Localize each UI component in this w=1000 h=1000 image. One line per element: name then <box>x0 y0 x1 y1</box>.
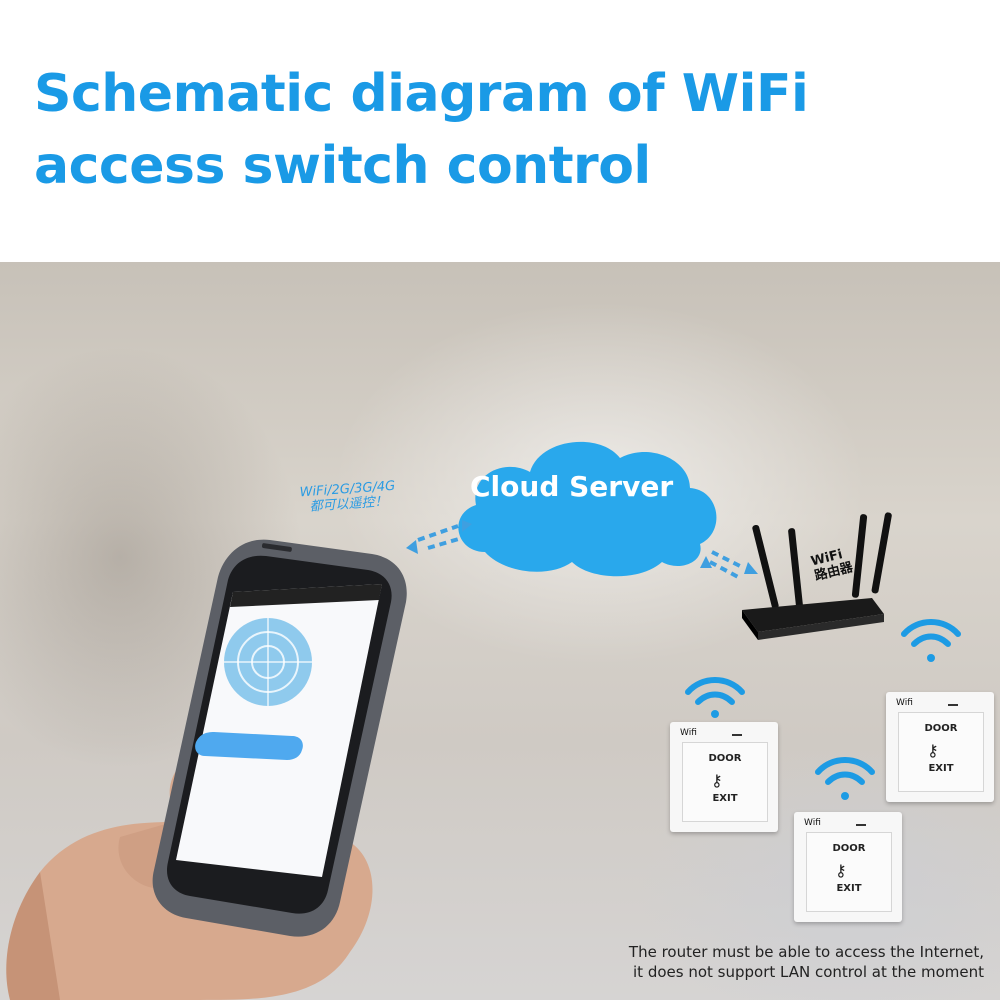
wifi-signal-icon-3 <box>818 760 872 800</box>
wifi-badge: Wifi <box>804 818 821 828</box>
switch-button: DOOR ⚷ EXIT <box>898 712 984 792</box>
exit-label: EXIT <box>807 883 891 894</box>
door-exit-switch-2: Wifi DOOR ⚷ EXIT <box>886 692 994 802</box>
phone-button <box>195 732 303 760</box>
cloud-router-arrows <box>700 552 758 578</box>
wifi-badge: Wifi <box>680 728 697 738</box>
door-exit-switch-3: Wifi DOOR ⚷ EXIT <box>794 812 902 922</box>
indicator-led <box>732 734 742 736</box>
wifi-signal-icon-2 <box>904 622 958 662</box>
wifi-badge: Wifi <box>896 698 913 708</box>
exit-label: EXIT <box>683 793 767 804</box>
scene: Cloud Server WiFi/2G/3G/4G 都可以遥控！ WiFi 路… <box>0 262 1000 1000</box>
key-icon: ⚷ <box>711 771 723 790</box>
indicator-led <box>948 704 958 706</box>
requirement-note-line2: it does not support LAN control at the m… <box>504 962 984 982</box>
door-label: DOOR <box>683 753 767 764</box>
switch-button: DOOR ⚷ EXIT <box>682 742 768 822</box>
page-title: Schematic diagram of WiFi access switch … <box>34 58 964 202</box>
door-exit-switch-1: Wifi DOOR ⚷ EXIT <box>670 722 778 832</box>
requirement-note: The router must be able to access the In… <box>504 942 984 982</box>
key-icon: ⚷ <box>835 861 847 880</box>
indicator-led <box>856 824 866 826</box>
cloud <box>458 442 716 576</box>
exit-label: EXIT <box>899 763 983 774</box>
wifi-signal-icon-1 <box>688 680 742 718</box>
cloud-server-label: Cloud Server <box>470 470 710 503</box>
key-icon: ⚷ <box>927 741 939 760</box>
door-label: DOOR <box>899 723 983 734</box>
requirement-note-line1: The router must be able to access the In… <box>504 942 984 962</box>
door-label: DOOR <box>807 843 891 854</box>
switch-button: DOOR ⚷ EXIT <box>806 832 892 912</box>
